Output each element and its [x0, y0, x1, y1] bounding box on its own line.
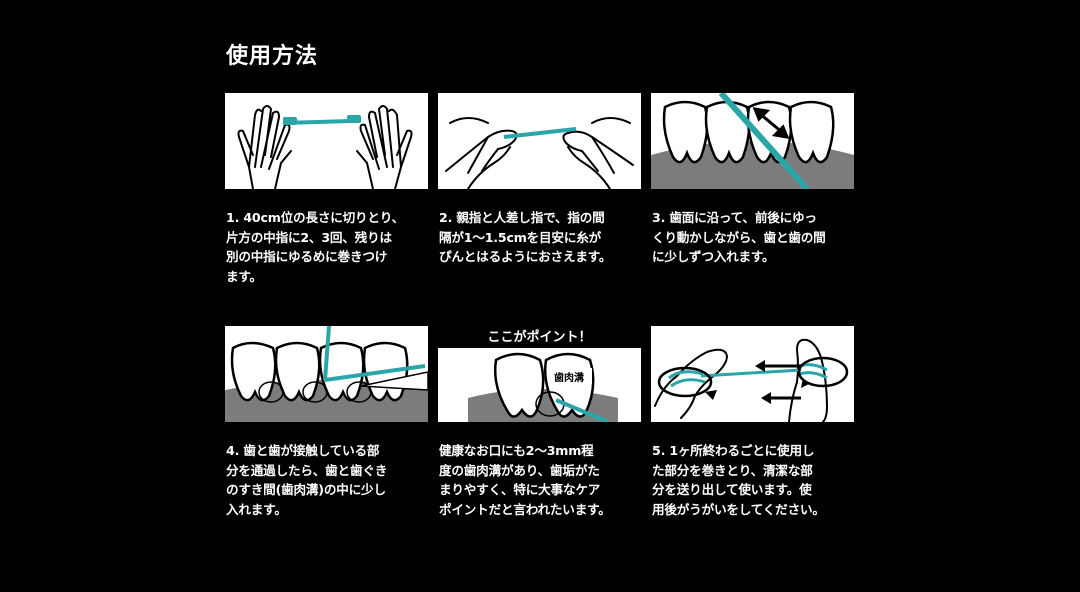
double-arrow-icon — [752, 107, 790, 139]
floss-line — [555, 398, 609, 422]
fingers-holding-floss-image — [445, 117, 634, 189]
tooth-gum-groove-image — [468, 352, 618, 422]
teeth-row — [662, 100, 835, 164]
floss-line — [503, 127, 577, 139]
step-1-illustration — [225, 93, 428, 189]
page-title: 使用方法 — [226, 44, 319, 69]
fingers-winding-floss-image — [654, 338, 849, 422]
point-caption: 健康なお口にも2〜3mm程 度の歯肉溝があり、歯垢がた まりやすく、特に大事なケ… — [439, 443, 611, 517]
step-5-caption: 5. 1ヶ所終わるごとに使用し た部分を巻きとり、清潔な部 分を送り出して使いま… — [652, 443, 825, 517]
direction-arrows-icon — [755, 360, 801, 404]
floss-gum-gap-image — [225, 326, 428, 422]
step-2-caption: 2. 親指と人差し指で、指の間 隔が1〜1.5cmを目安に糸が ぴんとはるように… — [439, 210, 612, 264]
step-1-caption: 1. 40cm位の長さに切りとり、 片方の中指に2、3回、残りは 別の中指にゆる… — [226, 210, 405, 284]
rotate-arrow-icon — [657, 356, 849, 400]
step-3-illustration — [651, 93, 854, 189]
step-3-caption: 3. 歯面に沿って、前後にゆっ くり動かしながら、歯と歯の間 に少しずつ入れます… — [652, 210, 826, 264]
point-illustration: ここがポイント！ 歯肉溝 — [438, 326, 641, 422]
floss-line — [323, 326, 426, 382]
tooth-label: 歯肉溝 — [554, 373, 584, 384]
gum-gap-circles — [258, 381, 372, 403]
step-5-illustration — [651, 326, 854, 422]
floss-line — [282, 115, 361, 125]
floss-line — [718, 93, 810, 189]
hands-floss-wrap-image — [237, 105, 413, 189]
teeth-floss-insert-image — [651, 93, 854, 189]
step-4-illustration — [225, 326, 428, 422]
highlight-label-bar: ここがポイント！ — [438, 326, 641, 348]
step-2-illustration — [438, 93, 641, 189]
highlight-label: ここがポイント！ — [487, 330, 592, 345]
step-4-caption: 4. 歯と歯が接触している部 分を通過したら、歯と歯ぐき のすき間(歯肉溝)の中… — [226, 443, 388, 517]
